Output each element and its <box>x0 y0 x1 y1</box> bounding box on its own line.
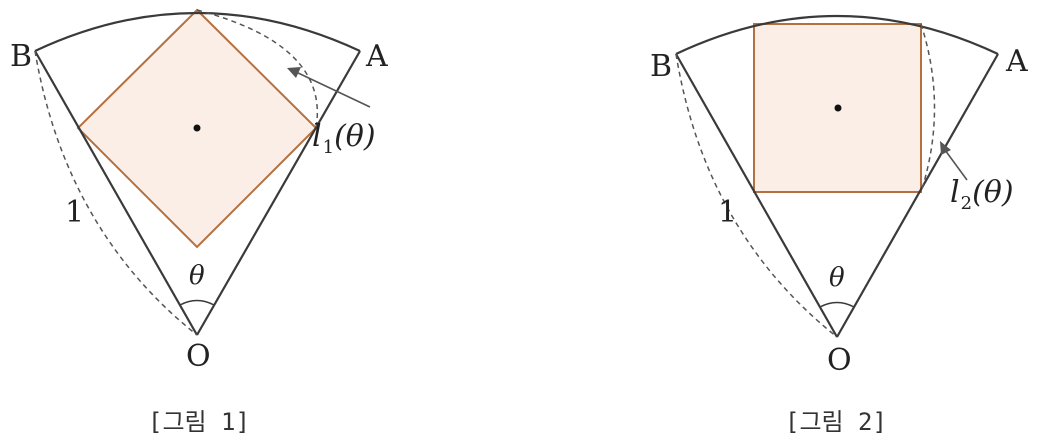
arc-ab <box>34 12 361 52</box>
angle-label: θ <box>829 263 845 293</box>
figure-1-diagram <box>34 8 371 336</box>
length-label-subscript: 2 <box>960 193 973 214</box>
center-dot <box>193 124 201 132</box>
length-dashed-curve <box>920 23 936 193</box>
angle-label: θ <box>189 261 205 291</box>
length-label-subscript: 1 <box>322 137 335 158</box>
length-label-arg: (θ) <box>334 119 376 154</box>
point-o-label: O <box>186 339 211 374</box>
center-dot <box>834 104 842 112</box>
arrow-head <box>940 141 951 155</box>
angle-arc <box>179 299 215 306</box>
length-dashed-curve <box>196 9 318 129</box>
radius-dashed-curve <box>675 53 838 338</box>
figure-2-caption: [그림 2] <box>785 408 887 436</box>
radius-oa <box>196 50 361 336</box>
length-label-arg: (θ) <box>972 175 1014 210</box>
radius-ob <box>675 53 838 338</box>
arrow-head <box>287 67 301 78</box>
length-label: l2(θ) <box>950 175 1014 213</box>
arc-ab <box>675 15 999 55</box>
point-a-label: A <box>366 39 388 74</box>
radius-label: 1 <box>718 195 738 230</box>
radius-ob <box>34 50 198 336</box>
figure-2: B A O 1 θ l2(θ) [그림 2] <box>620 0 1041 443</box>
angle-arc <box>819 301 855 308</box>
point-o-label: O <box>827 343 852 378</box>
radius-label: 1 <box>65 195 85 230</box>
length-label-base: l <box>312 119 322 154</box>
length-label: l1(θ) <box>312 119 376 157</box>
figure-1-caption: [그림 1] <box>148 408 250 436</box>
pointer-arrow <box>944 149 968 181</box>
radius-oa <box>836 53 999 338</box>
pointer-arrow <box>295 71 371 108</box>
figure-1: B A O 1 θ l1(θ) [그림 1] <box>0 0 410 443</box>
point-b-label: B <box>650 49 673 84</box>
figure-2-diagram <box>675 15 999 338</box>
radius-dashed-curve <box>34 50 198 336</box>
length-label-base: l <box>950 175 960 210</box>
point-a-label: A <box>1006 44 1028 79</box>
point-b-label: B <box>10 39 33 74</box>
